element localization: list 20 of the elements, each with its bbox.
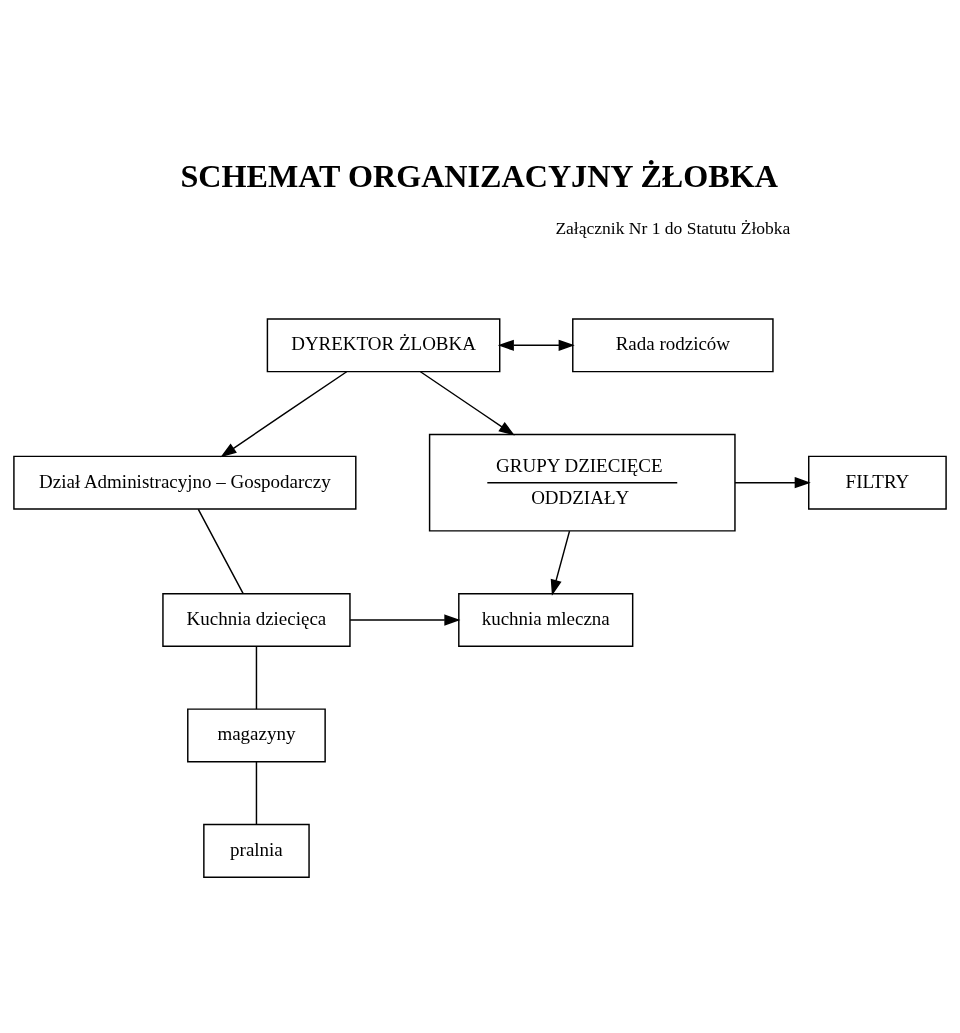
node-box: pralnia xyxy=(203,823,310,878)
node-box: Kuchnia dziecięca xyxy=(162,592,351,647)
node-box: Rada rodziców xyxy=(572,317,774,372)
node-box: DYREKTOR ŻLOBKA xyxy=(266,317,501,372)
connector xyxy=(255,645,258,710)
node-box: magazyny xyxy=(187,707,326,762)
label: Załącznik Nr 1 do Statutu Żłobka xyxy=(555,217,791,238)
arrow xyxy=(349,613,461,626)
diagram-title: SCHEMAT ORGANIZACYJNY ŻŁOBKA xyxy=(180,157,778,194)
arrow xyxy=(419,370,515,436)
node-box: Dział Administracyjno – Gospodarczy xyxy=(13,455,357,510)
arrow xyxy=(550,529,571,596)
connector xyxy=(197,508,244,594)
arrow xyxy=(220,370,348,457)
node-box: kuchnia mleczna xyxy=(458,592,634,647)
node-box: FILTRY xyxy=(808,455,947,510)
arrow xyxy=(734,476,811,488)
arrow xyxy=(497,339,575,351)
connector xyxy=(255,760,258,825)
node-box: GRUPY DZIECIĘCE ODDZIAŁY xyxy=(428,433,736,532)
